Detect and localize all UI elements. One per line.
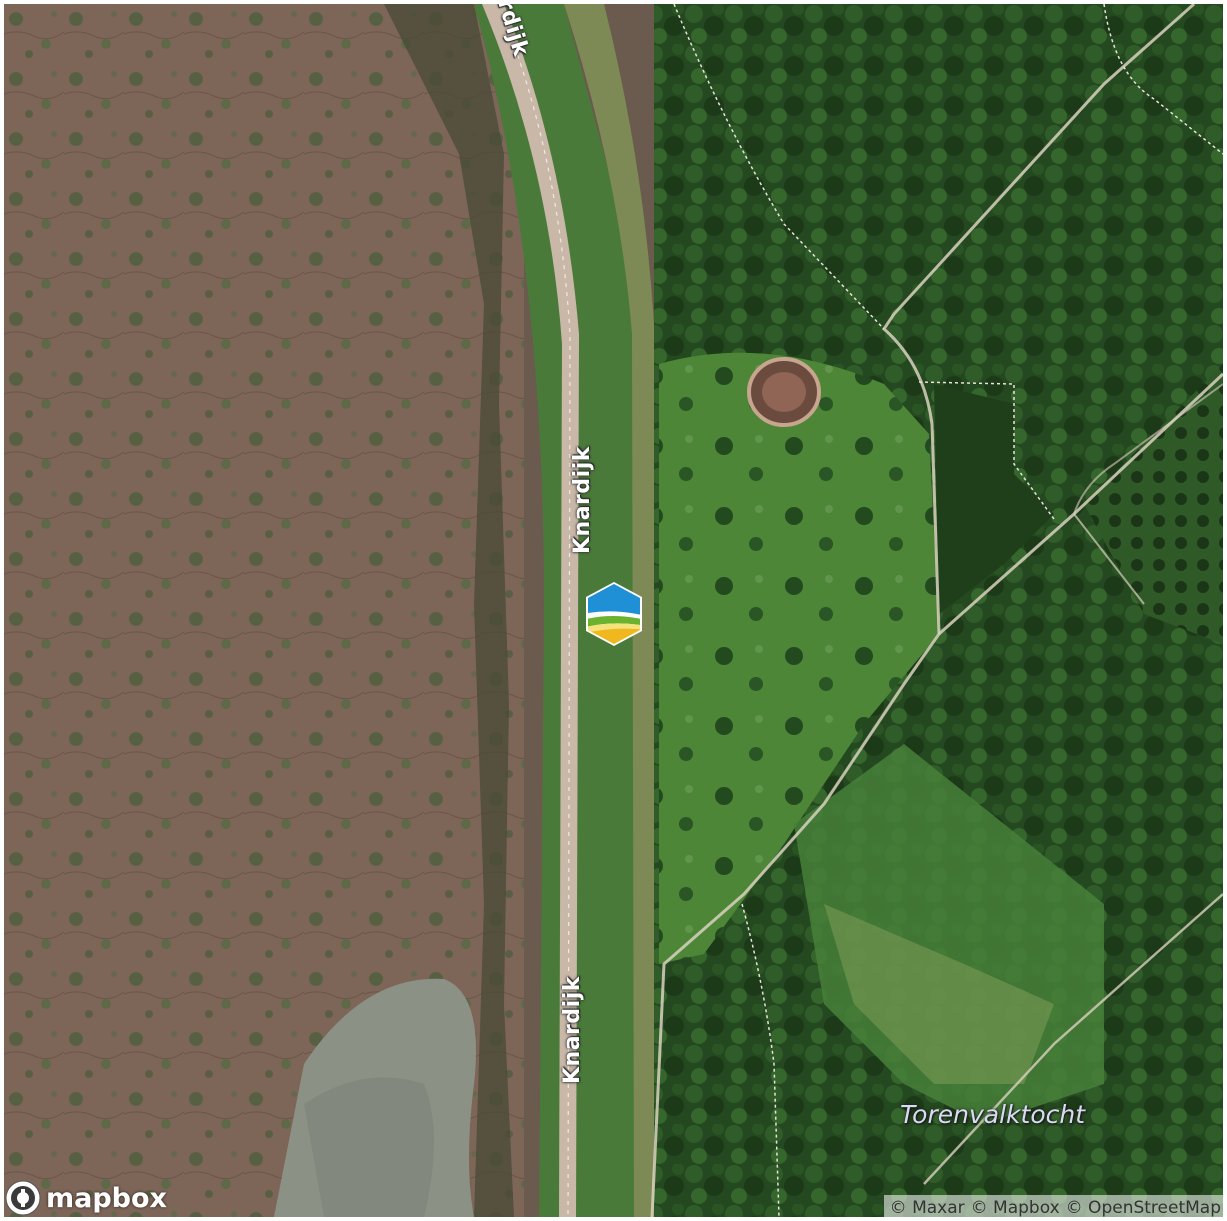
satellite-imagery xyxy=(4,4,1223,1217)
road-label-bottom: Knardijk xyxy=(560,976,585,1084)
map-canvas[interactable]: rdijk Knardijk Knardijk Torenvalktocht xyxy=(4,4,1223,1217)
attribution-bar: © Maxar © Mapbox © OpenStreetMap xyxy=(883,1195,1227,1221)
attribution-maxar-link[interactable]: © Maxar xyxy=(889,1198,965,1218)
road-label-middle: Knardijk xyxy=(570,446,595,554)
attribution-osm-link[interactable]: © OpenStreetMap xyxy=(1065,1198,1221,1218)
mapbox-logo-icon xyxy=(5,1180,41,1216)
mapbox-logo[interactable]: mapbox xyxy=(4,1179,167,1217)
attribution-mapbox-link[interactable]: © Mapbox xyxy=(970,1198,1060,1218)
nature-reserve-hexagon-icon[interactable] xyxy=(582,580,646,650)
mapbox-logo-text: mapbox xyxy=(46,1182,167,1214)
trail-label: Torenvalktocht xyxy=(900,1100,1086,1129)
